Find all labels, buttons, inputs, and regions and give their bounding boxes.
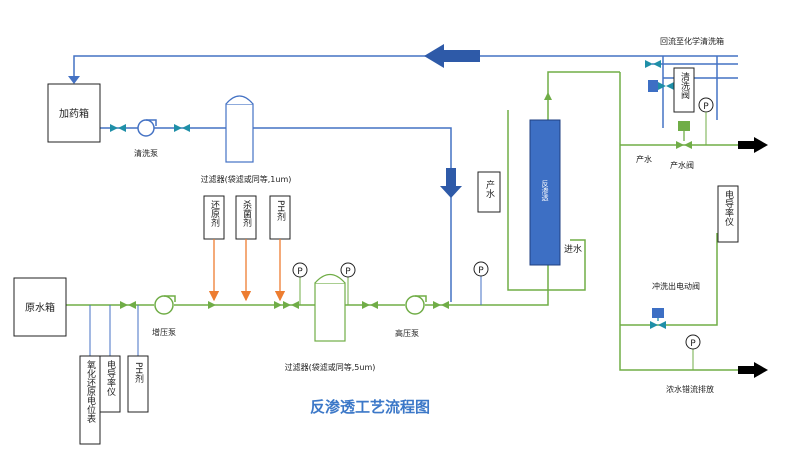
cleaning-pump-label: 清洗泵: [134, 148, 158, 158]
cleaning-valve-1: [110, 124, 126, 132]
pressure-gauge-5: [685, 334, 701, 370]
valve-hp-inlet: [362, 301, 378, 309]
filter-top-label: 过滤器(袋滤或同等,1um): [201, 174, 292, 184]
dosing-tank: [47, 83, 101, 143]
dosing-tank-label: 加药箱: [59, 107, 89, 120]
arrow-into-dosing-tank: [68, 76, 80, 84]
ph-meter: [127, 355, 149, 413]
dosing-lines: [208, 239, 286, 302]
concentrate-label: 浓水错流排放: [666, 384, 714, 394]
discharge-arrows: [738, 137, 768, 378]
raw-water-tank-label: 原水箱: [25, 301, 55, 314]
ph-agent-label: PH剂: [275, 200, 286, 222]
flush-valve-label: 冲洗出电动阀: [652, 281, 700, 291]
cleaning-pump: [137, 119, 157, 137]
clean-valve-blue: [645, 60, 661, 68]
pressure-gauge-3-label: P: [478, 266, 484, 276]
ro-module: [529, 119, 561, 266]
cleaning-valve-2: [174, 124, 190, 132]
flow-arrow-2: [208, 301, 216, 309]
valve-hp-outlet: [433, 301, 449, 309]
diagram-title: 反渗透工艺流程图: [310, 398, 430, 416]
filter-bottom-label: 过滤器(袋滤或同等,5um): [285, 362, 376, 372]
down-arrow: [440, 168, 462, 198]
sterilant-label: 杀菌剂: [241, 199, 252, 228]
reducer-label: 还原剂: [209, 199, 220, 228]
pressure-gauge-1: [292, 262, 308, 305]
clean-valve-box: [673, 67, 695, 113]
clean-valve-2: [658, 82, 674, 90]
conductivity-meter-right-label: 电导率仪: [723, 189, 734, 226]
feed-water-label: 进水: [564, 243, 582, 255]
product-water-box: [477, 171, 501, 213]
high-pressure-pump-label: 高压泵: [395, 328, 419, 338]
product-valve-actuator: [678, 121, 690, 131]
raw-water-tank: [13, 277, 67, 337]
conductivity-meter-left: [99, 355, 121, 413]
filter-top: [225, 95, 254, 163]
pressure-gauge-2: [340, 262, 356, 305]
conductivity-meter-left-label: 电导率仪: [105, 359, 116, 396]
return-clean-label: 回流至化学清洗箱: [660, 36, 724, 46]
flow-arrow-3: [274, 301, 282, 309]
filter-bottom: [314, 273, 346, 342]
return-arrow: [424, 44, 480, 68]
flow-arrow-1: [544, 92, 552, 100]
orp-meter-label: 氧化还原电位表: [85, 359, 96, 424]
product-valve: [676, 141, 692, 149]
valve-before-filter: [283, 301, 299, 309]
clean-valve-actuator: [648, 80, 658, 92]
pressure-gauge-2-label: P: [345, 267, 351, 277]
clean-valve-label: 清洗阀: [679, 71, 690, 100]
pressure-gauge-1-label: P: [297, 267, 303, 277]
product-water-label: 产水: [636, 154, 652, 164]
product-water-box-label: 产水: [484, 179, 495, 198]
pressure-gauge-5-label: P: [690, 339, 696, 349]
ph-meter-label: PH剂: [133, 362, 144, 384]
booster-pump: [154, 295, 176, 315]
booster-pump-label: 增压泵: [152, 327, 176, 337]
valve-booster-inlet: [120, 301, 136, 309]
cleaning-loop-lines: [73, 55, 738, 302]
pressure-gauge-3: [473, 261, 489, 305]
pressure-gauge-4-label: P: [703, 102, 709, 112]
dosing-boxes: [203, 195, 291, 240]
ro-module-label: 反渗透: [541, 179, 549, 202]
instrument-lines: [89, 305, 139, 356]
conductivity-meter-right: [717, 185, 739, 243]
pressure-gauge-4: [698, 97, 714, 145]
flush-valve: [650, 321, 666, 329]
product-valve-label: 产水阀: [670, 160, 694, 170]
flush-valve-actuator: [652, 308, 664, 318]
high-pressure-pump: [405, 295, 427, 315]
main-flow-lines: [66, 71, 738, 371]
